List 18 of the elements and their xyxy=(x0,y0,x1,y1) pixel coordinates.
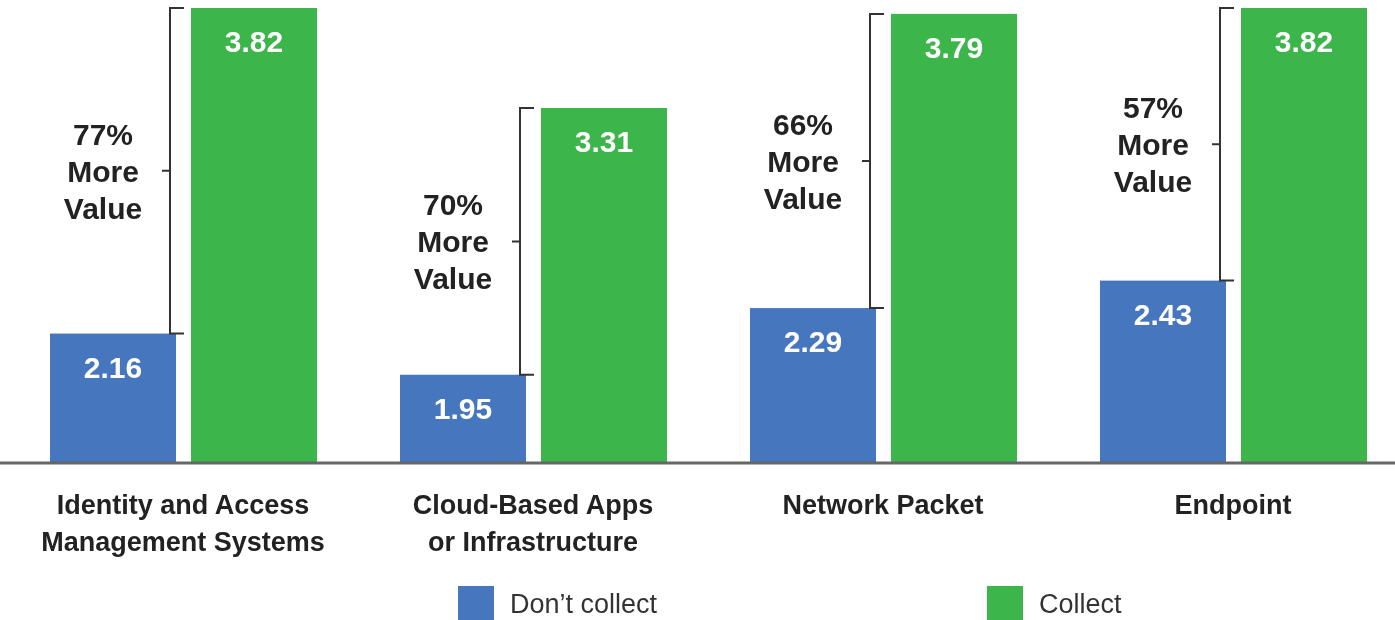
value-label: 1.95 xyxy=(432,390,494,427)
legend-label: Collect xyxy=(1039,588,1122,620)
annotation: 66% More Value xyxy=(762,106,844,217)
legend-label: Don’t collect xyxy=(510,588,658,620)
value-label: 2.16 xyxy=(82,349,144,386)
value-label: 3.82 xyxy=(223,24,285,60)
category-label: Cloud-Based Apps or Infrastructure xyxy=(411,489,655,559)
annotation: 77% More Value xyxy=(62,116,144,227)
category-label: Endpoint xyxy=(1173,489,1293,522)
category-label: Network Packet xyxy=(781,489,985,522)
value-label: 3.82 xyxy=(1273,24,1335,60)
annotation: 70% More Value xyxy=(412,186,494,297)
value-label: 3.79 xyxy=(923,29,985,66)
value-label: 2.43 xyxy=(1132,296,1194,333)
category-label: Identity and Access Management Systems xyxy=(40,489,326,559)
value-label: 3.31 xyxy=(573,124,635,160)
value-label: 2.29 xyxy=(782,324,844,361)
annotation: 57% More Value xyxy=(1112,89,1194,200)
